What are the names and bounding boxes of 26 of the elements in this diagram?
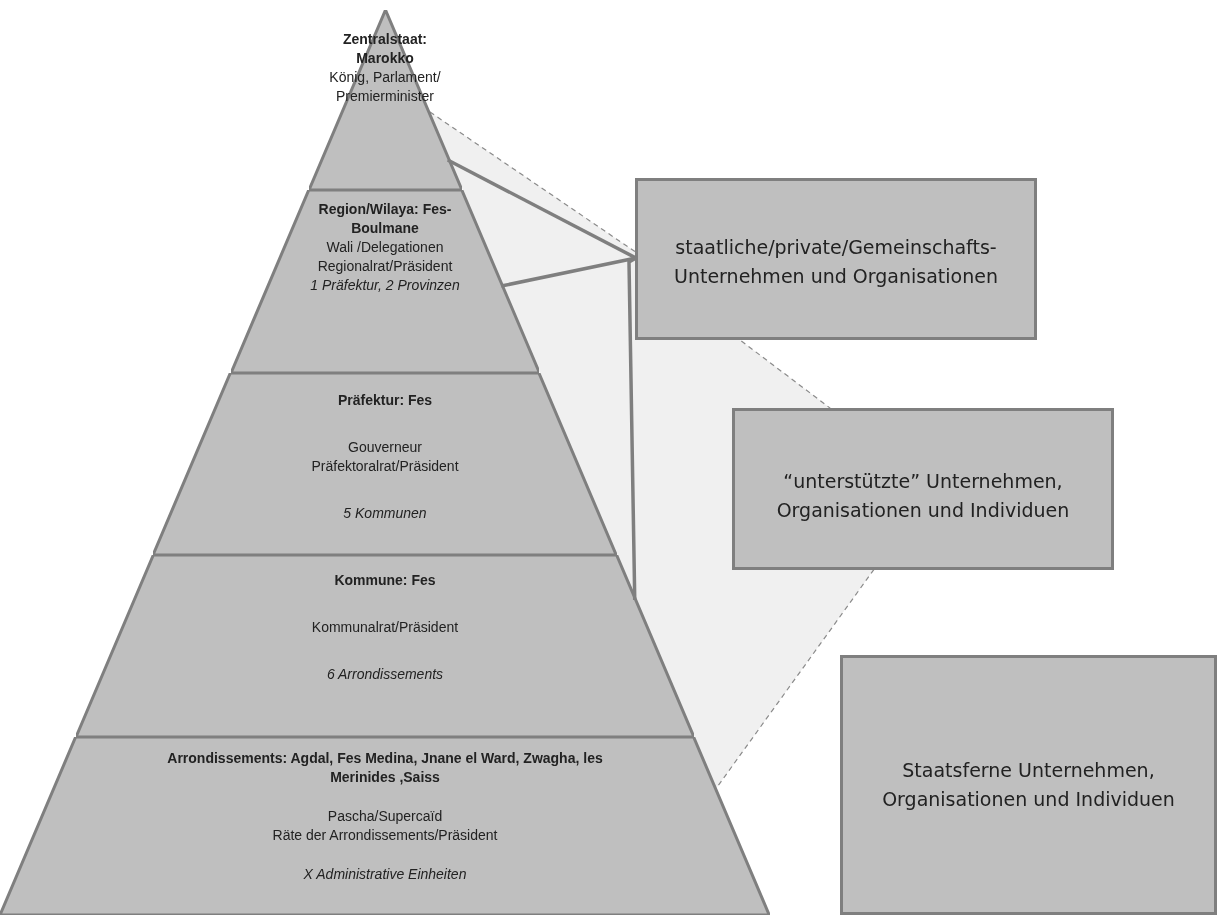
tier-heading: Kommune: Fes xyxy=(334,571,436,590)
pyramid-tier xyxy=(153,373,617,555)
pyramid-tier xyxy=(0,737,770,915)
tier-heading: Arrondissements: Agdal, Fes Medina, Jnane el Ward, Zwagha, les Merinides ,Saiss xyxy=(166,749,604,787)
body-text: Regionalrat/Präsident xyxy=(317,256,453,276)
unit-count-text: 1 Präfektur, 2 Provinzen xyxy=(310,275,460,295)
unit-count-text: X Administrative Einheiten xyxy=(303,864,467,884)
body-text: Pascha/Supercaïd xyxy=(327,806,443,826)
unit-count-text: 6 Arrondissements xyxy=(326,664,444,684)
pyramid-tier xyxy=(308,10,462,190)
body-text: Räte der Arrondissements/Präsident xyxy=(272,825,498,845)
tier-heading: Region/Wilaya: Fes-Boulmane xyxy=(317,200,453,238)
box-text: Staatsferne Unternehmen, Organisationen und Individuen xyxy=(881,758,1176,813)
category-box xyxy=(732,408,1114,570)
box-text: staatliche/private/Gemeinschafts- Unternehmen und Organisationen xyxy=(673,235,999,290)
pyramid-tier xyxy=(76,555,694,737)
tier-heading: Präfektur: Fes xyxy=(337,391,433,410)
connector-line xyxy=(446,158,637,260)
box-text: “unterstützte” Unternehmen, Organisationen und Individuen xyxy=(775,469,1071,524)
body-text: Kommunalrat/Präsident xyxy=(311,617,459,637)
category-box xyxy=(635,178,1037,340)
body-text: Wali /Delegationen xyxy=(326,237,444,257)
unit-count-text: 5 Kommunen xyxy=(343,503,427,523)
body-text: Präfektoralrat/Präsident xyxy=(311,456,459,476)
category-box xyxy=(840,655,1217,915)
body-text: Gouverneur xyxy=(348,437,422,457)
